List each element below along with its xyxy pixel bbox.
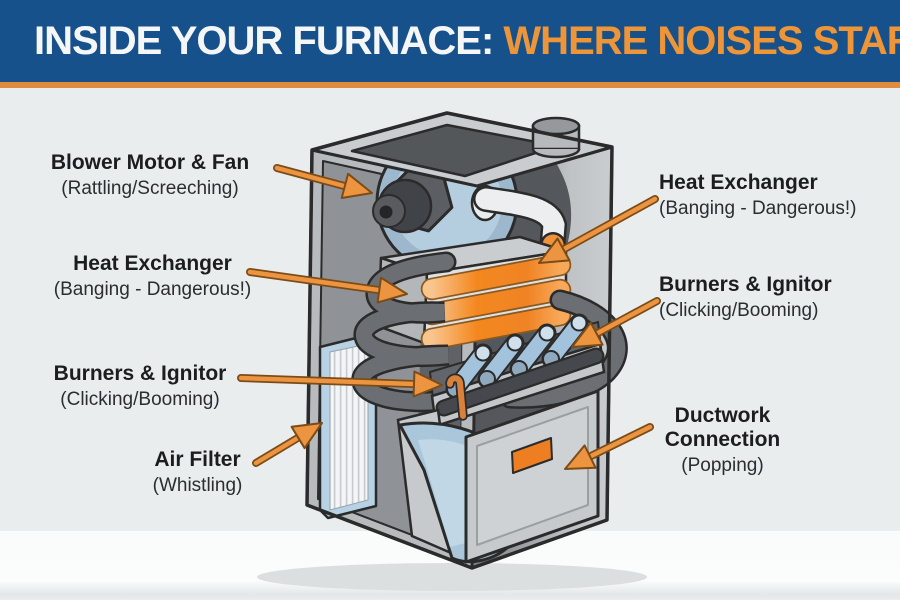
header-banner: INSIDE YOUR FURNACE: WHERE NOISES START [0,0,900,88]
label-title: Heat Exchanger [659,171,818,194]
access-panel [464,389,600,564]
label-ductwork-connection: Ductwork Connection (Popping) [645,404,800,477]
burners-ignitor [428,313,606,428]
title-main: INSIDE YOUR FURNACE: [34,19,494,63]
arrow-ductwork [564,423,654,470]
arrow-heat-exchanger-right [538,195,659,264]
label-blower-motor-fan: Blower Motor & Fan (Rattling/Screeching) [25,151,275,200]
label-noise: (Popping) [681,455,764,476]
label-heat-exchanger-left: Heat Exchanger (Banging - Dangerous!) [25,252,280,301]
label-noise: (Banging - Dangerous!) [659,198,857,219]
arrow-burners-left [237,370,443,398]
label-title: Burners & Ignitor [53,362,227,385]
arrow-heat-exchanger-left [246,268,408,304]
arrow-air-filter [252,422,323,467]
label-noise: (Whistling) [152,475,243,496]
page-title: INSIDE YOUR FURNACE: WHERE NOISES START [0,21,900,61]
label-title: Heat Exchanger [73,252,232,275]
label-noise: (Clicking/Booming) [60,389,220,410]
arrow-blower-motor [273,164,373,199]
label-burners-ignitor-right: Burners & Ignitor (Clicking/Booming) [659,273,894,322]
title-accent: WHERE NOISES START [503,19,900,63]
label-air-filter: Air Filter (Whistling) [75,448,320,497]
gas-manifold [435,347,605,417]
cabinet-outline [305,111,614,570]
label-burners-ignitor-left: Burners & Ignitor (Clicking/Booming) [15,362,265,411]
label-noise: (Clicking/Booming) [659,300,819,321]
label-title: Air Filter [154,448,241,471]
ignitor [445,373,468,421]
label-title: Ductwork Connection [664,404,781,451]
motor-shaft-hole [379,205,393,219]
label-heat-exchanger-right: Heat Exchanger (Banging - Dangerous!) [659,171,894,220]
ductwork-sticker [511,437,553,474]
furnace-shadow [257,563,647,591]
label-title: Blower Motor & Fan [50,151,250,174]
arrow-burners-right [571,297,661,348]
label-noise: (Rattling/Screeching) [61,178,239,199]
label-title: Burners & Ignitor [659,273,832,296]
heat-exchanger-tubes [420,253,572,351]
label-noise: (Banging - Dangerous!) [53,279,252,300]
